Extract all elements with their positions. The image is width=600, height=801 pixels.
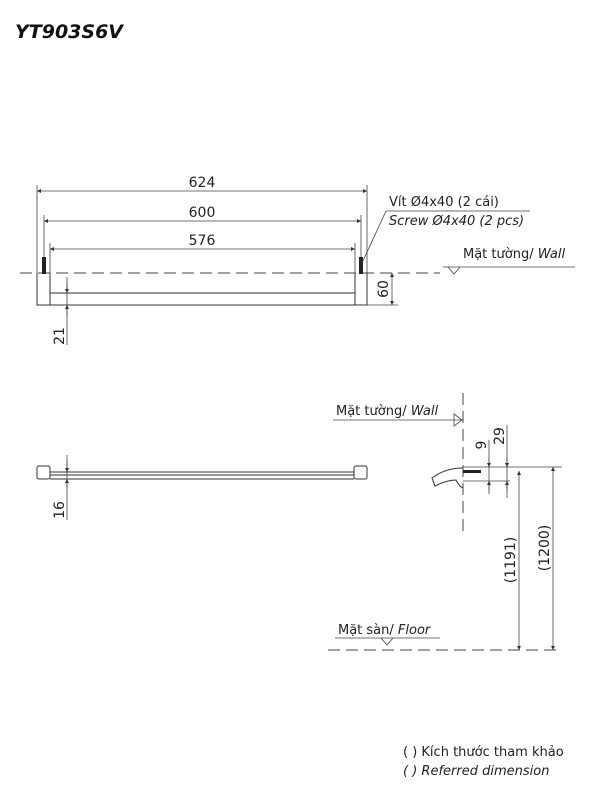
end-cap-right [353, 465, 368, 480]
dim-16: 16 [52, 501, 68, 519]
front-view: 16 [36, 455, 368, 520]
screw-label-en: Screw Ø4x40 (2 pcs) [389, 214, 524, 229]
rail-outline [36, 273, 368, 306]
model-title: YT903S6V [15, 21, 124, 43]
dim-21: 21 [52, 327, 68, 345]
note-reference-vi: ( ) Kích thước tham khảo [403, 745, 564, 760]
dim-624: 624 [189, 175, 216, 191]
screw-label-vi: Vít Ø4x40 (2 cái) [389, 195, 499, 210]
side-view: Mặt tường/ Wall 9 29 (1191) (1200) Mặt s… [328, 393, 562, 651]
screw-leader [361, 210, 530, 264]
top-view: 624 600 576 60 21 Vít Ø4x40 (2 cái) Scre… [20, 175, 575, 345]
dim-576: 576 [189, 233, 216, 249]
wall-symbol-icon [447, 266, 461, 275]
dim-60: 60 [376, 280, 392, 298]
floor-symbol-icon [380, 637, 394, 646]
dim-600: 600 [189, 205, 216, 221]
dim-1191: (1191) [503, 537, 519, 584]
side-wall-label: Mặt tường/ Wall [336, 404, 438, 419]
screw-left [42, 257, 46, 274]
note-reference-en: ( ) Referred dimension [403, 764, 549, 779]
dim-9: 9 [474, 441, 490, 450]
end-cap-left [36, 465, 51, 480]
dim-29: 29 [492, 427, 508, 445]
wall-label: Mặt tường/ Wall [463, 247, 565, 262]
floor-label: Mặt sàn/ Floor [338, 623, 432, 638]
dim-1200: (1200) [537, 525, 553, 572]
screw-right [359, 257, 363, 274]
wall-symbol-icon [453, 413, 463, 427]
bracket-profile [431, 467, 464, 489]
